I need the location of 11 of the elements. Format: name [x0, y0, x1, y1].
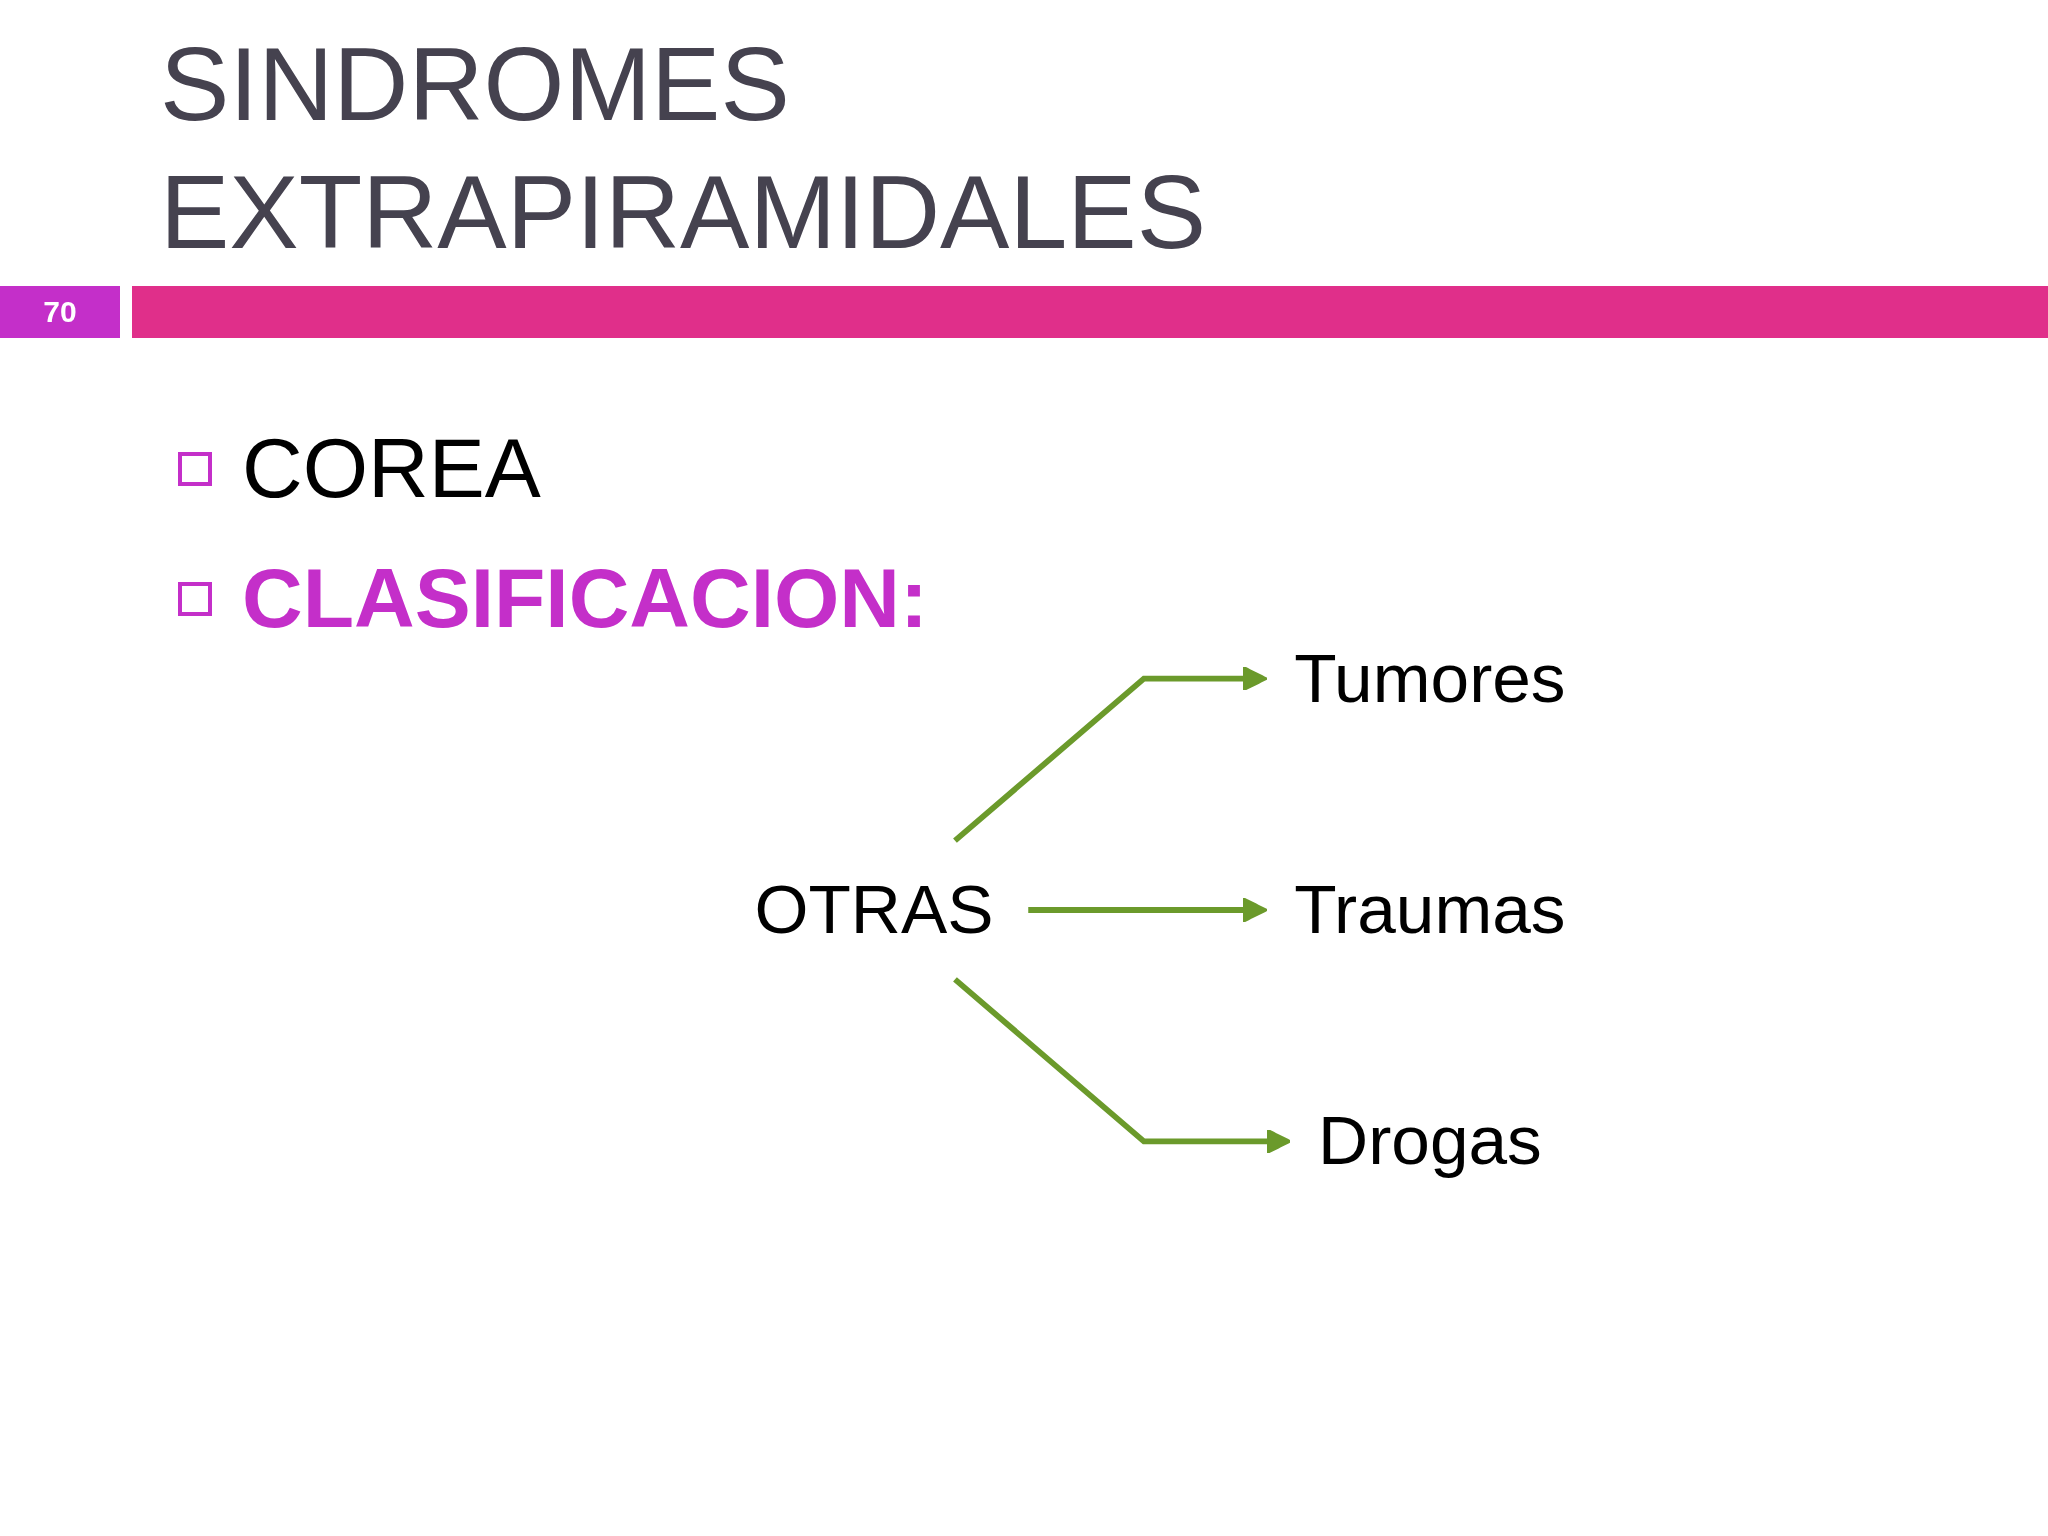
node-text: Traumas: [1294, 870, 1566, 949]
bullet-heading: CLASIFICACION:: [242, 550, 928, 647]
node-text: Drogas: [1318, 1102, 1542, 1180]
arrow: [953, 977, 1292, 1155]
bullet-text: COREA: [242, 420, 541, 517]
slide-title: SINDROMES EXTRAPIRAMIDALES: [160, 25, 1208, 272]
arrow: [1028, 897, 1268, 923]
node-text: Tumores: [1294, 639, 1566, 717]
arrow: [953, 665, 1268, 843]
slide-number: 70: [0, 286, 120, 338]
node-text: OTRAS: [754, 870, 994, 949]
